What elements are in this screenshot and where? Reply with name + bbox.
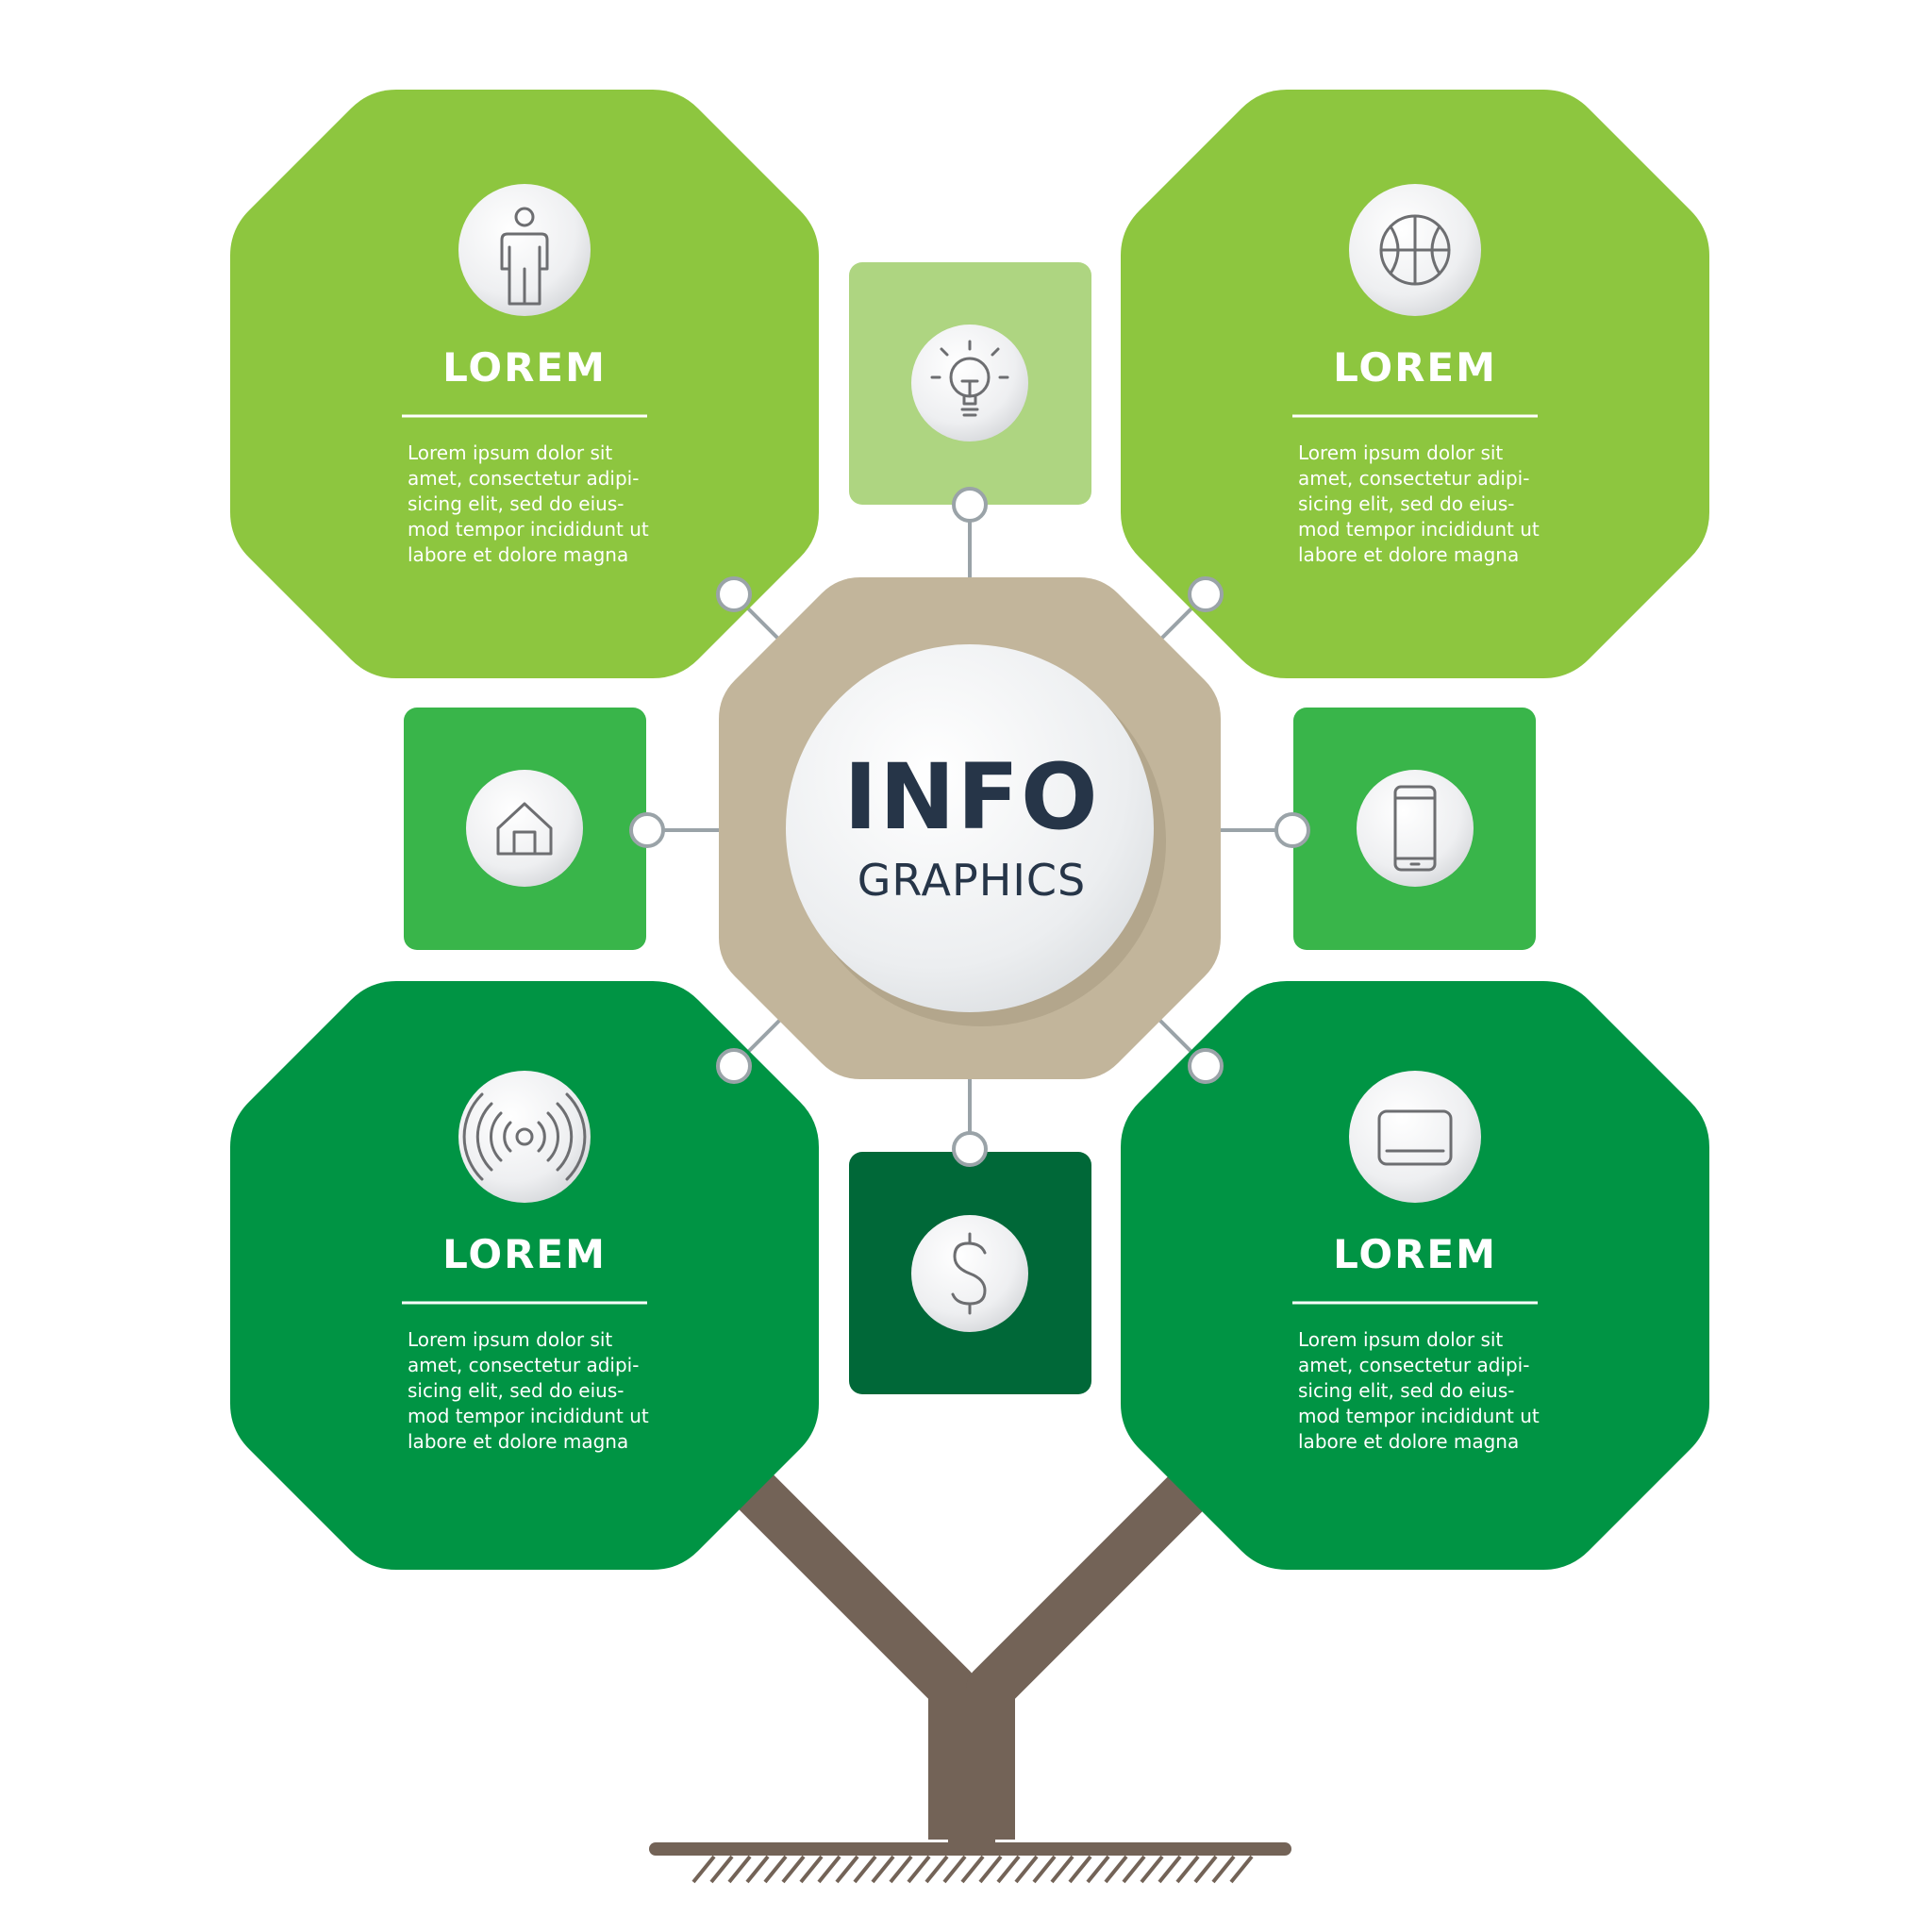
block-title: LOREM	[442, 1231, 607, 1277]
ground-hatch	[978, 1855, 1003, 1884]
title-dividers	[402, 414, 1538, 1305]
octagon-top-right	[1121, 90, 1709, 678]
tree-trunk	[723, 1458, 1221, 1849]
ground-hatch	[960, 1855, 985, 1884]
block-title-top-right: LOREM	[1217, 343, 1613, 392]
house-icon	[496, 802, 553, 856]
ground-hatch	[727, 1855, 752, 1884]
block-text-bottom-left: Lorem ipsum dolor sit amet, consectetur …	[408, 1328, 649, 1453]
block-title: LOREM	[442, 344, 607, 391]
block-title-bottom-right: LOREM	[1217, 1230, 1613, 1279]
connector-dots	[629, 487, 1310, 1167]
block-title-bottom-left: LOREM	[326, 1230, 723, 1279]
smartphone-icon	[1393, 785, 1437, 872]
ground-hatch	[1229, 1855, 1254, 1884]
ground-hatch	[799, 1855, 824, 1884]
octagon-bottom-left	[230, 981, 819, 1570]
ground-hatch	[817, 1855, 841, 1884]
ground-hatch	[1122, 1855, 1146, 1884]
center-title: INFO	[843, 744, 1100, 850]
block-title-top-left: LOREM	[326, 343, 723, 392]
ground-hatch	[763, 1855, 788, 1884]
ground-hatch	[942, 1855, 967, 1884]
center-circle	[786, 644, 1154, 1012]
ground-hatch	[1104, 1855, 1128, 1884]
center-subtitle: GRAPHICS	[857, 855, 1087, 906]
ground-hatch	[745, 1855, 770, 1884]
ground-hatch	[907, 1855, 931, 1884]
dollar-icon	[951, 1232, 987, 1315]
ground-hatch	[1158, 1855, 1182, 1884]
octagon-bottom-right	[1121, 981, 1709, 1570]
ground-hatch	[1014, 1855, 1039, 1884]
ground-hatch	[1068, 1855, 1092, 1884]
ground-hatch	[924, 1855, 949, 1884]
block-title: LOREM	[1333, 1231, 1497, 1277]
ground-hatch	[996, 1855, 1021, 1884]
ground-hatch	[1032, 1855, 1057, 1884]
ground-hatch	[1140, 1855, 1164, 1884]
block-text-top-left: Lorem ipsum dolor sit amet, consectetur …	[408, 441, 649, 566]
ground-line	[649, 1842, 1291, 1884]
ground-hatch	[709, 1855, 734, 1884]
ground-hatch	[889, 1855, 913, 1884]
ground-hatch	[1193, 1855, 1218, 1884]
ground-hatch	[781, 1855, 806, 1884]
ground-hatch	[1050, 1855, 1074, 1884]
lightbulb-icon	[930, 340, 1009, 417]
ground-hatch	[835, 1855, 859, 1884]
ground-hatch	[1086, 1855, 1110, 1884]
block-text-bottom-right: Lorem ipsum dolor sit amet, consectetur …	[1298, 1328, 1540, 1453]
block-text-top-right: Lorem ipsum dolor sit amet, consectetur …	[1298, 441, 1540, 566]
ground-hatch	[691, 1855, 716, 1884]
ground-hatch	[1211, 1855, 1236, 1884]
person-icon	[500, 207, 549, 306]
ground-hatch	[853, 1855, 877, 1884]
ground-hatch	[1175, 1855, 1200, 1884]
signal-icon	[462, 1092, 587, 1181]
block-title: LOREM	[1333, 344, 1497, 391]
ground-hatch	[871, 1855, 895, 1884]
octagon-top-left	[230, 90, 819, 678]
tablet-icon	[1377, 1109, 1453, 1166]
basketball-icon	[1379, 214, 1451, 286]
